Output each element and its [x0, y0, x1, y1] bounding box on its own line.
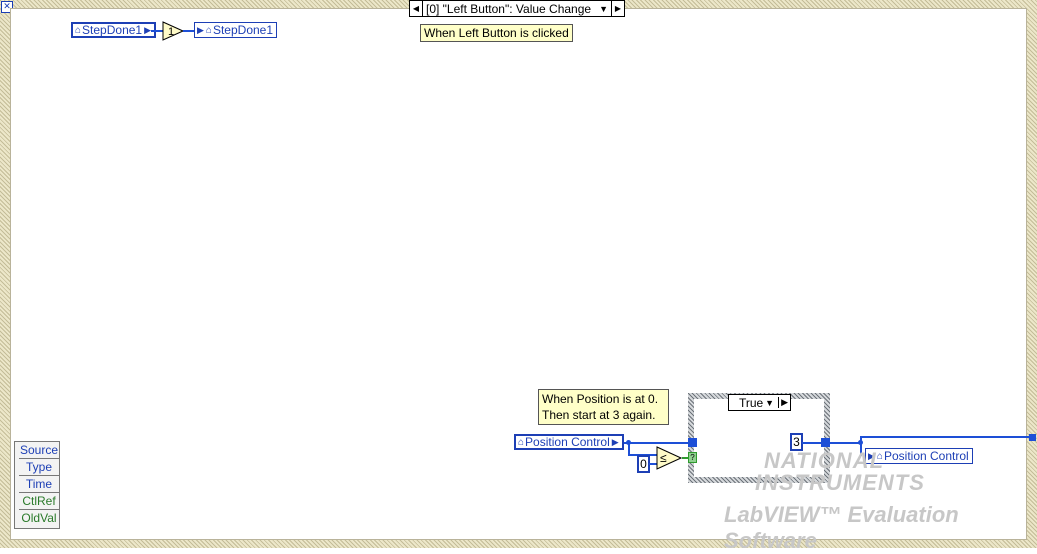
event-data-ctlref[interactable]: CtlRef: [19, 493, 59, 510]
local-variable-position-source[interactable]: ⌂ Position Control ▶: [514, 434, 624, 450]
local-variable-icon: ⌂: [205, 24, 212, 36]
dropdown-arrow-icon[interactable]: ▼: [765, 397, 775, 408]
increment-arrow-icon[interactable]: ▶: [778, 397, 790, 408]
comment-position-line2: Then start at 3 again.: [542, 408, 656, 422]
decrement-arrow-icon[interactable]: ◀: [410, 1, 423, 16]
comment-position: When Position is at 0. Then start at 3 a…: [538, 389, 669, 425]
event-data-time[interactable]: Time: [19, 476, 59, 493]
stepdone-dest-label: StepDone1: [212, 23, 274, 37]
wire-junction: [626, 440, 631, 445]
local-variable-position-dest[interactable]: ▶ ⌂ Position Control: [865, 448, 973, 464]
case-selector-terminal: ?: [688, 452, 697, 463]
output-terminal-icon: ▶: [611, 436, 619, 447]
position-source-label: Position Control: [525, 435, 610, 449]
local-variable-stepdone-source[interactable]: ⌂ StepDone1 ▶: [71, 22, 157, 38]
output-terminal-icon: ▶: [144, 24, 152, 35]
position-dest-label: Position Control: [883, 449, 969, 463]
watermark-line3: LabVIEW™ Evaluation Software: [724, 502, 959, 553]
event-data-node[interactable]: Source Type Time CtlRef OldVal: [14, 441, 60, 529]
output-tunnel: [821, 438, 830, 447]
increment-arrow-icon[interactable]: ▶: [611, 1, 624, 16]
watermark-line2: INSTRUMENTS: [755, 470, 925, 495]
event-data-type[interactable]: Type: [19, 459, 59, 476]
local-variable-icon: ⌂: [876, 450, 883, 462]
less-or-equal-node[interactable]: ≤: [656, 446, 682, 470]
wire: [183, 30, 194, 32]
local-variable-icon: ⌂: [75, 24, 82, 36]
event-data-source[interactable]: Source: [19, 443, 59, 459]
wire: [649, 463, 659, 465]
local-variable-icon: ⌂: [518, 436, 525, 448]
labview-evaluation-watermark: NATIONAL INSTRUMENTS LabVIEW™ Evaluation…: [722, 444, 1034, 553]
wire: [830, 442, 860, 444]
wire: [628, 442, 630, 455]
watermark-line1: NATIONAL: [764, 448, 885, 473]
compare-symbol: ≤: [660, 451, 667, 465]
decrement-node[interactable]: 1: [162, 21, 184, 41]
stepdone-source-label: StepDone1: [82, 23, 143, 37]
input-terminal-icon: ▶: [197, 24, 204, 35]
dropdown-arrow-icon[interactable]: ▼: [599, 3, 608, 14]
case-selector-label: True: [739, 395, 764, 410]
comment-position-line1: When Position is at 0.: [542, 392, 659, 406]
wire: [624, 442, 690, 444]
wire: [802, 442, 824, 444]
wire: [151, 30, 163, 32]
event-case-selector[interactable]: ◀ [0] "Left Button": Value Change ▼ ▶: [409, 0, 625, 17]
event-data-oldval[interactable]: OldVal: [21, 511, 57, 525]
wire: [860, 436, 862, 444]
input-tunnel: [688, 438, 697, 447]
comment-left-button: When Left Button is clicked: [420, 24, 573, 42]
event-case-label: [0] "Left Button": Value Change: [426, 1, 592, 16]
local-variable-stepdone-dest[interactable]: ▶ ⌂ StepDone1: [194, 22, 278, 38]
output-terminal: [1029, 434, 1036, 441]
wire: [860, 442, 862, 456]
case-selector[interactable]: True ▼ ▶: [728, 394, 791, 411]
boolean-wire: [682, 457, 690, 459]
input-terminal-icon: ▶: [868, 450, 875, 461]
wire: [860, 436, 1032, 438]
decrement-node-label: 1: [168, 26, 174, 38]
